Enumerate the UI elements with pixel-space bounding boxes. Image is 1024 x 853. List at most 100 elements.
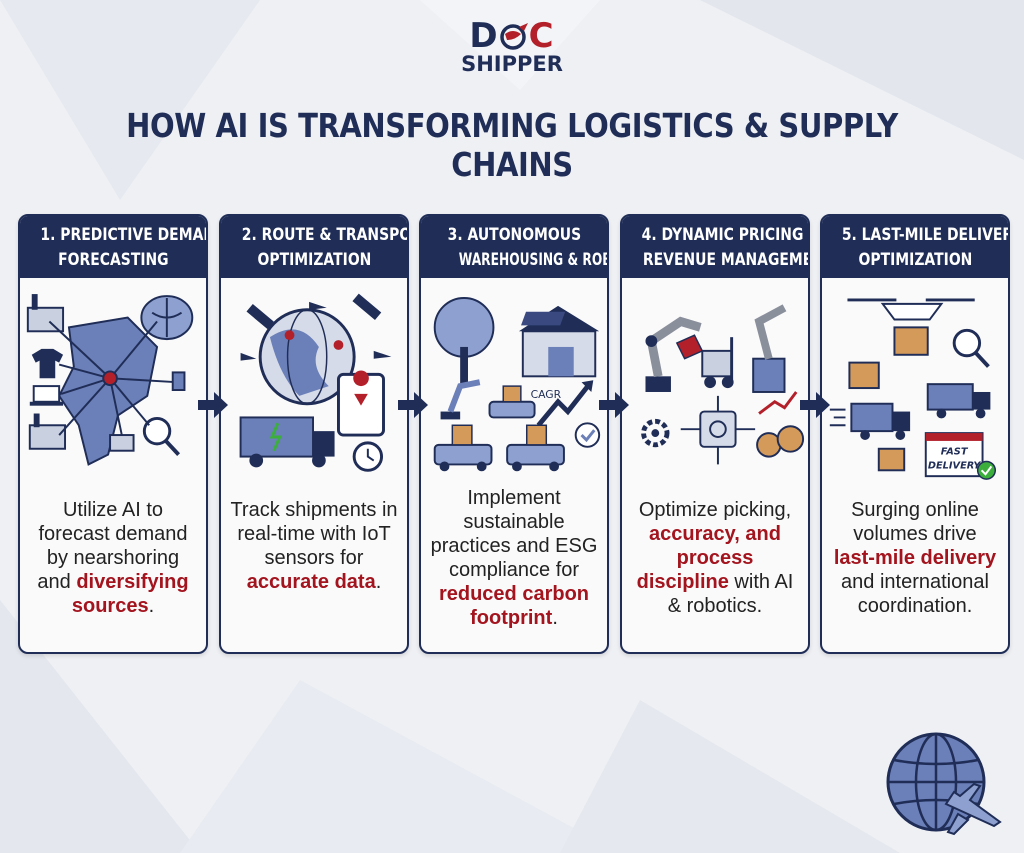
- page-title: HOW AI IS TRANSFORMING LOGISTICS & SUPPL…: [126, 106, 898, 184]
- magnifier-icon: [142, 416, 181, 456]
- trend-up-icon: [758, 391, 798, 415]
- desc-text: .: [552, 607, 558, 629]
- check-icon: [976, 460, 997, 480]
- desc-text: Optimize picking,: [638, 499, 792, 521]
- panel-description: Optimize picking, accuracy, and process …: [630, 498, 800, 618]
- panel-title-line1: 3. AUTONOMOUS: [447, 225, 581, 245]
- airplane-icon: [309, 301, 327, 310]
- desc-highlight: reduced carbon footprint: [438, 583, 590, 629]
- logo-wordmark: SHIPPER: [461, 52, 563, 76]
- factory-icon: [28, 413, 67, 450]
- badge-line2: DELIVERY: [928, 460, 981, 471]
- panel-header: 3. AUTONOMOUS WAREHOUSING & ROBOTICS: [421, 216, 607, 278]
- globe-icon: [258, 308, 356, 406]
- panel-autonomous-warehousing: 3. AUTONOMOUS WAREHOUSING & ROBOTICS CAG…: [419, 214, 609, 654]
- desc-text: Implement sustainable practices and ESG …: [430, 487, 598, 581]
- panel-header: 5. LAST-MILE DELIVERY OPTIMIZATION: [822, 216, 1008, 278]
- desc-text: with AI & robotics.: [667, 571, 794, 617]
- panel-last-mile-delivery: 5. LAST-MILE DELIVERY OPTIMIZATION FAST …: [820, 214, 1010, 654]
- panel-description: Utilize AI to forecast demand by nearsho…: [28, 498, 198, 618]
- desc-text: and international coordination.: [841, 571, 989, 617]
- tablet-map-pin-icon: [337, 370, 385, 437]
- agv-robot-icon: [488, 385, 536, 419]
- clock-icon: [352, 441, 384, 472]
- package-icon: [848, 361, 880, 390]
- brain-icon: [140, 295, 194, 341]
- truck-icon: [239, 416, 335, 468]
- warehousing-illustration: CAGR: [433, 297, 601, 472]
- calendar-icon: FAST DELIVERY: [924, 432, 984, 478]
- panel-description: Implement sustainable practices and ESG …: [429, 486, 599, 630]
- panel-predictive-demand: 1. PREDICTIVE DEMAND FORECASTING Utilize…: [18, 214, 208, 654]
- robot-arm-icon: [645, 316, 702, 392]
- truck-icon: [829, 402, 911, 440]
- desc-text: Surging online volumes drive: [851, 499, 979, 545]
- truck-icon: [926, 383, 991, 419]
- logo-globe-icon: [499, 21, 529, 50]
- demand-forecast-illustration: [26, 294, 194, 466]
- badge-line1: FAST: [941, 447, 969, 458]
- satellite-icon: [352, 293, 382, 320]
- robot-arm-icon: [752, 304, 787, 393]
- gear-icon: [641, 418, 670, 448]
- package-icon: [877, 447, 906, 472]
- magnifier-icon: [952, 328, 990, 368]
- ai-chip-icon: [680, 395, 756, 465]
- panel-dynamic-pricing: 4. DYNAMIC PRICING & REVENUE MANAGEMENT …: [620, 214, 810, 654]
- panel-description: Surging online volumes drive last-mile d…: [830, 498, 1000, 618]
- panel-description: Track shipments in real-time with IoT se…: [229, 498, 399, 594]
- globe-airplane-icon: [886, 732, 1002, 836]
- panel-title-line2: WAREHOUSING & ROBOTICS: [458, 250, 607, 270]
- panel-title-line1: 2. ROUTE & TRANSPORT: [241, 225, 407, 245]
- panel-title-line2: OPTIMIZATION: [257, 250, 371, 270]
- panel-title-line1: 5. LAST-MILE DELIVERY: [841, 225, 1010, 245]
- panel-header: 2. ROUTE & TRANSPORT OPTIMIZATION: [221, 216, 407, 278]
- panel-header: 4. DYNAMIC PRICING & REVENUE MANAGEMENT: [622, 216, 808, 278]
- panel-route-transport: 2. ROUTE & TRANSPORT OPTIMIZATION Track …: [219, 214, 409, 654]
- agv-robot-icon: [506, 424, 565, 472]
- tree-icon: [433, 297, 495, 387]
- desc-highlight: accurate data: [246, 571, 376, 593]
- satellite-icon: [246, 304, 274, 330]
- panel-title-line2: FORECASTING: [57, 250, 169, 270]
- panel-title-line2: OPTIMIZATION: [858, 250, 972, 270]
- desc-highlight: diversifying sources: [71, 571, 189, 617]
- robot-arm-icon: [440, 379, 481, 420]
- factory-icon: [26, 294, 65, 333]
- forklift-icon: [701, 337, 734, 389]
- panel-title-line1: 1. PREDICTIVE DEMAND: [40, 225, 208, 245]
- docshipper-logo: D C SHIPPER: [0, 18, 1024, 76]
- arrow-right-icon: [800, 392, 830, 418]
- price-tag-icon: [675, 334, 704, 360]
- arrow-right-icon: [599, 392, 629, 418]
- money-bag-icon: [756, 425, 805, 458]
- panel-title-line1: 4. DYNAMIC PRICING &: [641, 225, 810, 245]
- desc-text: .: [375, 571, 382, 593]
- desc-text: Track shipments in real-time with IoT se…: [230, 499, 398, 569]
- airplane-icon: [373, 350, 392, 359]
- logo-letter-c: C: [528, 16, 555, 56]
- warehouse-solar-icon: [518, 305, 600, 378]
- desc-highlight: last-mile delivery: [833, 547, 997, 569]
- arrow-right-icon: [198, 392, 228, 418]
- shirt-icon: [31, 348, 64, 379]
- chart-label: CAGR: [531, 388, 562, 401]
- desc-text: .: [148, 595, 155, 617]
- last-mile-illustration: FAST DELIVERY: [829, 298, 997, 480]
- desc-text: Utilize AI to forecast demand by nearsho…: [37, 499, 188, 593]
- panel-title-line2: REVENUE MANAGEMENT: [642, 250, 808, 270]
- growth-arrow-icon: [536, 380, 594, 427]
- arrow-right-icon: [398, 392, 428, 418]
- printer-icon: [109, 434, 135, 452]
- pricing-illustration: [641, 304, 805, 465]
- airplane-icon: [240, 352, 257, 361]
- drone-icon: [847, 298, 975, 356]
- route-optimization-illustration: [239, 293, 392, 472]
- logo-letter-d: D: [469, 16, 499, 56]
- laptop-icon: [29, 385, 64, 406]
- desc-highlight: accuracy, and process discipline: [636, 523, 781, 593]
- panel-header: 1. PREDICTIVE DEMAND FORECASTING: [20, 216, 206, 278]
- check-icon: [574, 422, 601, 448]
- agv-robot-icon: [433, 424, 493, 472]
